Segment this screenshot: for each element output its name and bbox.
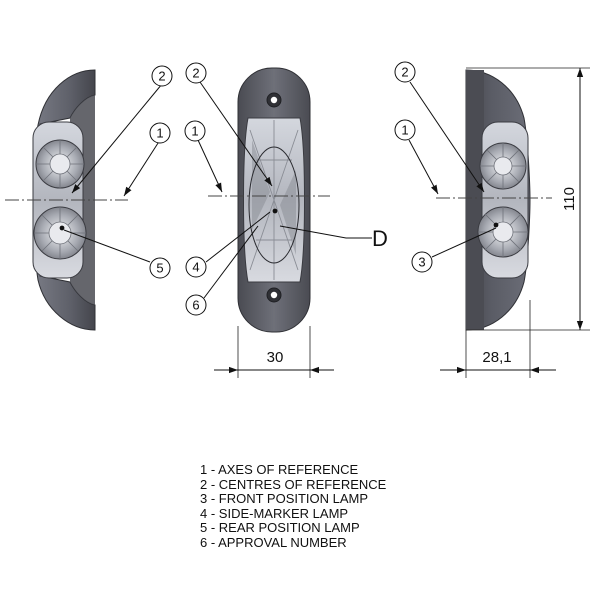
- front-leader-6: [203, 225, 259, 299]
- side-depth-value: 28,1: [482, 349, 511, 366]
- detail-d-leader: [279, 225, 372, 239]
- callout-right-2: 2: [394, 61, 416, 83]
- right-lamp-lower: [477, 206, 529, 258]
- front-width-value: 30: [267, 349, 284, 366]
- callout-left-5: 5: [149, 257, 171, 279]
- front-leader-4: [205, 211, 271, 263]
- left-leader-2: [71, 83, 163, 194]
- callout-left-2: 2: [151, 65, 173, 87]
- svg-text:1: 1: [191, 124, 198, 139]
- right-side-view: [408, 67, 590, 378]
- legend-item: 4 - SIDE-MARKER LAMP: [200, 505, 349, 521]
- left-reference-centre-dot: [59, 225, 65, 231]
- svg-text:2: 2: [158, 69, 165, 84]
- front-reference-centre-dot: [272, 208, 278, 214]
- left-lamp-lower: [33, 206, 87, 260]
- legend-item: 6 - APPROVAL NUMBER: [200, 534, 347, 550]
- left-side-view: [5, 69, 163, 331]
- legend-item: 1 - AXES OF REFERENCE: [200, 462, 359, 477]
- svg-text:1: 1: [156, 126, 163, 141]
- front-lens-shading: [252, 140, 296, 255]
- callout-front-4: 4: [185, 256, 207, 278]
- svg-text:5: 5: [156, 261, 163, 276]
- callout-front-6: 6: [185, 294, 207, 316]
- front-bottom-screw: [266, 287, 282, 303]
- right-lamp-upper: [479, 142, 527, 190]
- svg-text:3: 3: [418, 255, 425, 270]
- height-value: 110: [561, 187, 578, 211]
- callout-right-1: 1: [394, 119, 416, 141]
- right-leader-2: [409, 81, 485, 193]
- legend-item: 2 - CENTRES OF REFERENCE: [200, 476, 387, 492]
- front-lamp-outline: [248, 146, 300, 264]
- callout-front-1: 1: [184, 120, 206, 142]
- detail-d-label: D: [372, 226, 388, 251]
- left-leader-1: [123, 139, 161, 197]
- right-reference-centre-dot: [493, 222, 499, 228]
- svg-text:2: 2: [401, 65, 408, 80]
- front-view: [197, 67, 372, 378]
- right-leader-1: [408, 139, 439, 195]
- right-housing-inner-shadow: [466, 70, 484, 330]
- front-leader-1: [197, 139, 223, 193]
- legend-list: 1 - AXES OF REFERENCE 2 - CENTRES OF REF…: [200, 462, 387, 550]
- right-leader-3: [431, 227, 497, 258]
- legend-item: 3 - FRONT POSITION LAMP: [200, 491, 369, 506]
- svg-text:6: 6: [192, 298, 199, 313]
- front-lens-facets: [249, 120, 299, 280]
- callout-right-3: 3: [411, 251, 433, 273]
- callout-front-2: 2: [185, 62, 207, 84]
- callout-left-1: 1: [149, 122, 171, 144]
- legend-item: 5 - REAR POSITION LAMP: [200, 520, 360, 535]
- front-top-screw: [266, 92, 282, 108]
- left-lamp-upper: [35, 139, 85, 189]
- left-leader-5: [63, 229, 151, 263]
- svg-text:1: 1: [401, 123, 408, 138]
- svg-text:4: 4: [192, 260, 199, 275]
- svg-text:2: 2: [192, 66, 199, 81]
- front-leader-2: [199, 81, 273, 187]
